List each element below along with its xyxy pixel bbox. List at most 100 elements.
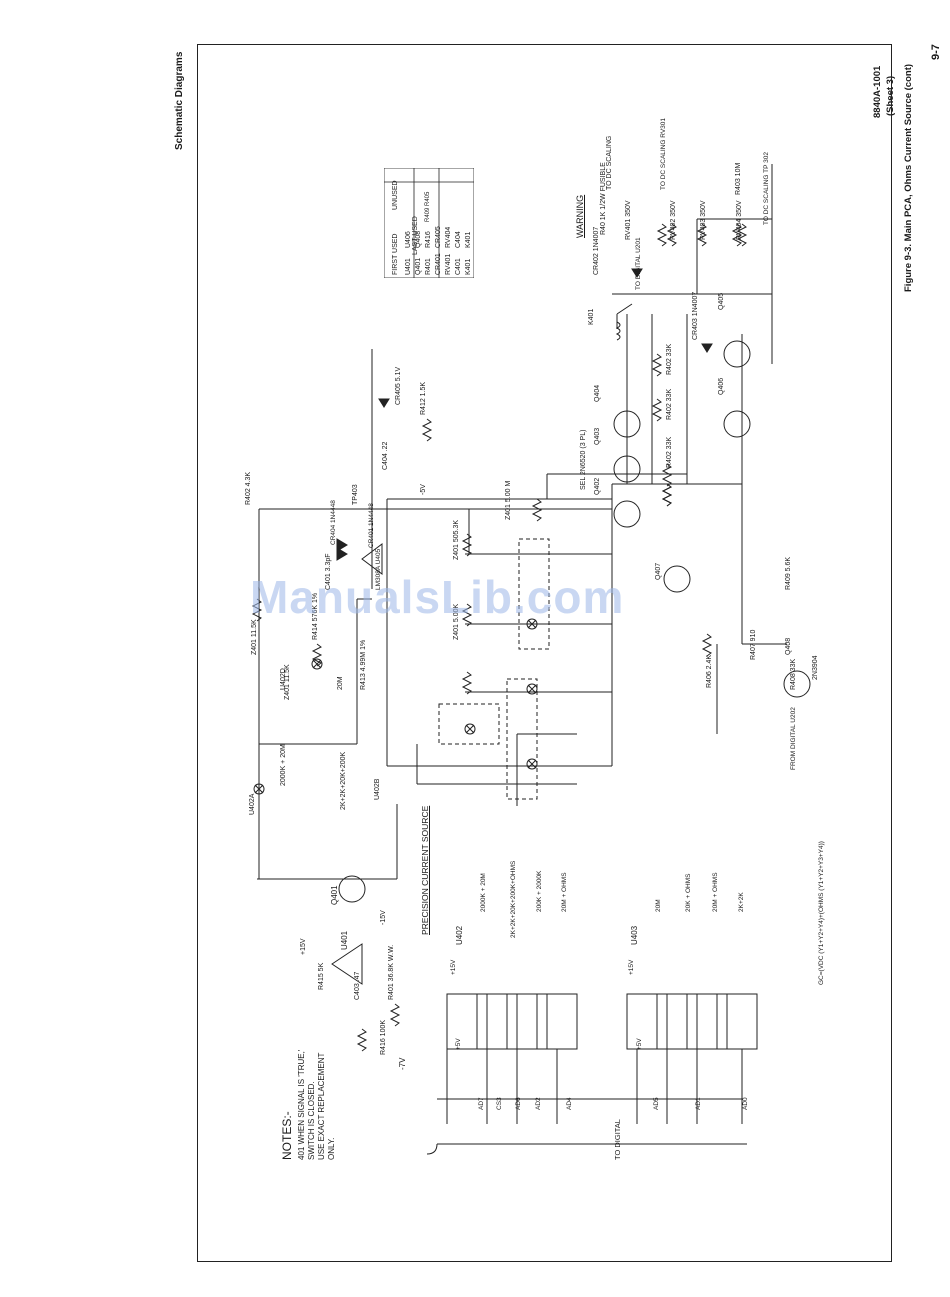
supply-label: +15V <box>628 959 635 975</box>
supply-label: +5V <box>636 1038 643 1050</box>
section-title: Schematic Diagrams <box>174 51 185 150</box>
label-r402c: R402 33K <box>666 388 673 420</box>
page-number: 9-7 <box>930 44 942 60</box>
digital-line: AD1 <box>695 1097 702 1110</box>
digital-line: CS3 <box>496 1097 503 1110</box>
logic-gates <box>426 993 758 1155</box>
supply-label: +5V <box>455 1038 462 1050</box>
wiring <box>257 164 787 880</box>
label-q404: Q404 <box>594 384 601 402</box>
digital-line: AD6 <box>515 1097 522 1110</box>
label-u402d: U402D <box>280 668 287 690</box>
label-r416: R416 100K <box>380 1019 387 1055</box>
label-r408: R408 33K <box>790 658 797 690</box>
table-cell: CR405 <box>435 226 442 248</box>
digital-line: AD5 <box>653 1097 660 1110</box>
notes-line-2: SWITCH IS CLOSED. <box>307 1081 316 1160</box>
label-to-dc-scaling-tp: TO DC SCALING TP 302 <box>763 152 770 225</box>
label-sw5: 20M <box>337 676 344 690</box>
label-v-p15: +15V <box>300 938 307 955</box>
label-tp403: TP403 <box>352 484 359 505</box>
table-cell: U401 <box>405 258 412 275</box>
label-from-digital: FROM DIGITAL U202 <box>790 707 797 770</box>
table-header-first: FIRST USED <box>392 233 399 276</box>
label-cr401: CR401 1N4448 <box>368 503 375 548</box>
supply-label: +15V <box>450 959 457 975</box>
notes-line-1: 401 WHEN SIGNAL IS 'TRUE,' <box>297 1049 306 1160</box>
switch-boxes <box>438 538 550 800</box>
warning-title: WARNING <box>575 194 585 238</box>
label-z401-a: Z401 11.5K <box>251 619 258 655</box>
u402-row-4: 20M + OHMS <box>561 872 568 912</box>
label-v-m5: -5V <box>420 484 427 495</box>
label-v-neg7: -7V <box>398 1057 407 1070</box>
label-cr403: CR403 1N4007 <box>692 291 699 340</box>
digital-line: AD2 <box>535 1097 542 1110</box>
section-label: PRECISION CURRENT SOURCE <box>420 805 430 935</box>
table-cell: R409 R405 <box>425 191 431 222</box>
table-cell: RV401 <box>445 253 452 275</box>
label-cr402: CR402 1N4007 <box>593 226 600 275</box>
op-amp-u401 <box>331 543 383 985</box>
schematic-drawing <box>251 164 811 1155</box>
label-q408: Q408 <box>785 637 792 655</box>
label-to-digital: TO DIGITAL <box>613 1119 622 1160</box>
label-r409: R409 5.6K <box>785 556 792 590</box>
u402-row-3: 200K + 2000K <box>536 870 543 912</box>
u403-row-2: 20K + OHMS <box>685 873 692 912</box>
label-rv402: RV402 350V <box>670 200 677 240</box>
label-r402: R402 4.3K <box>245 471 252 505</box>
diodes <box>336 268 713 561</box>
label-equation: GC=(VDC (Y1+Y2+Y4)+(OHMS (Y1+Y2+Y3+Y4)) <box>818 841 825 985</box>
table-cell: R416 <box>425 231 432 248</box>
label-rv401: RV401 350V <box>625 200 632 240</box>
u403-row-3: 20M + OHMS <box>712 872 719 912</box>
table-cell: R401 <box>425 258 432 275</box>
label-q406: Q406 <box>718 377 725 395</box>
digital-line: AD7 <box>478 1097 485 1110</box>
parts-table <box>384 168 474 278</box>
label-k401: K401 <box>588 308 595 325</box>
label-r403: R403 10M <box>735 162 742 195</box>
label-u402: U402 <box>455 925 464 945</box>
resistors <box>251 223 748 1052</box>
table-cell: CR401 <box>435 253 442 275</box>
label-z401-c: Z401 505.3K <box>453 519 460 560</box>
notes-title: NOTES:- <box>280 1111 294 1160</box>
table-cell: K401 <box>465 258 472 275</box>
label-q407: Q407 <box>655 562 662 580</box>
label-q408-type: 2N3904 <box>812 655 819 680</box>
table-cell: U406 <box>405 231 412 248</box>
label-r415: R415 5K <box>318 962 325 990</box>
label-u403: U403 <box>630 925 639 945</box>
label-to-digital-u201: TO DIGITAL U201 <box>635 237 642 290</box>
label-c403: C403 .47 <box>354 971 361 1000</box>
figure-caption: Figure 9-3. Main PCA, Ohms Current Sourc… <box>903 63 914 292</box>
warning-dc-scaling: TO DC SCALING <box>606 135 613 190</box>
table-cell: RV404 <box>445 226 452 248</box>
label-q402: Q402 <box>594 477 601 495</box>
label-r401-vr: R401 36.8K W.W. <box>388 944 395 1000</box>
transistors <box>338 340 811 903</box>
label-to-dc-scaling-rv: TO DC SCALING RV301 <box>660 117 667 190</box>
table-cell: Q408 <box>415 230 422 248</box>
u402-row-1: 2000K + 20M <box>480 873 487 912</box>
drawing-frame <box>197 44 892 1262</box>
label-q401: Q401 <box>330 885 339 905</box>
label-sel-q: SEL 2N6520 (3 PL) <box>580 429 587 490</box>
label-r412: R412 1.5K <box>420 381 427 415</box>
label-r402b: R402 33K <box>666 436 673 468</box>
label-u402b: U402B <box>374 778 381 800</box>
label-cr404: CR404 1N4448 <box>330 500 337 545</box>
u402-row-2: 2K+2K+20K+200K+OHMS <box>510 860 517 938</box>
relay-k401 <box>615 303 633 341</box>
u403-row-1: 20M <box>655 899 662 912</box>
table-cell: Q401 <box>415 257 422 275</box>
table-cell: K401 <box>465 231 472 248</box>
label-r402d: R402 33K <box>666 343 673 375</box>
label-q403: Q403 <box>594 427 601 445</box>
label-rv403: RV403 350V <box>700 200 707 240</box>
label-q405: Q405 <box>718 292 725 310</box>
label-u402a: U402A <box>249 793 256 815</box>
